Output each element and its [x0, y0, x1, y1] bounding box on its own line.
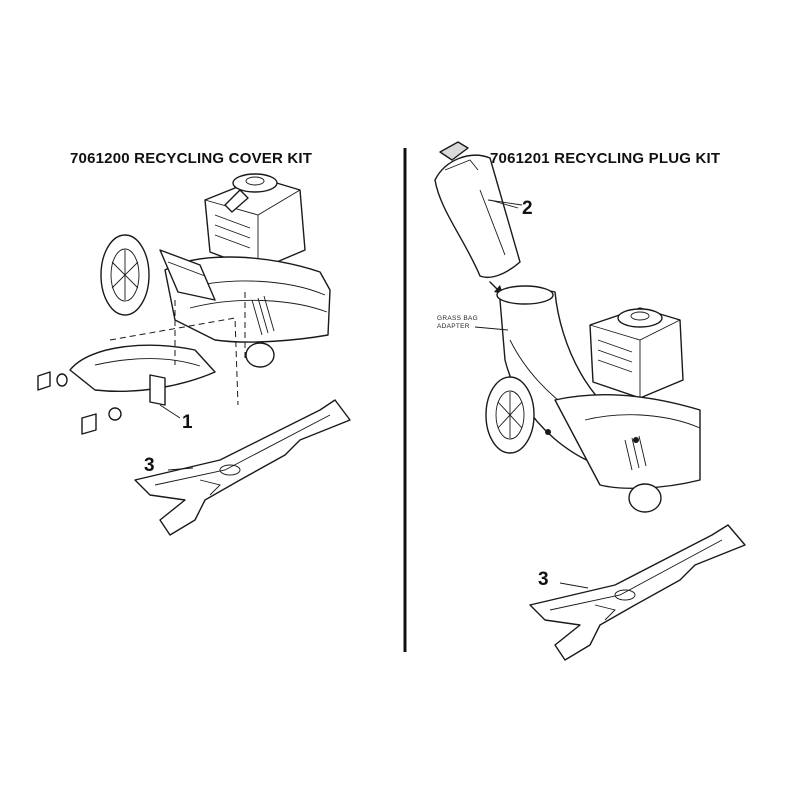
- right-callout-3: 3: [538, 569, 549, 590]
- adapter-label-line2: ADAPTER: [437, 323, 470, 330]
- right-blade-illustration: [529, 524, 746, 661]
- adapter-label-line1: GRASS BAG: [437, 315, 478, 322]
- right-callout-2: 2: [522, 198, 533, 219]
- left-blade-illustration: [134, 399, 351, 536]
- left-callout-1: 1: [182, 412, 193, 433]
- left-kit-title: 7061200 RECYCLING COVER KIT: [70, 150, 313, 167]
- wing-nut-upper: [37, 371, 68, 391]
- right-kit-title: 7061201 RECYCLING PLUG KIT: [490, 150, 721, 167]
- left-mower-illustration: [37, 173, 331, 435]
- wing-nut-lower: [81, 407, 122, 435]
- left-callout-3: 3: [144, 455, 155, 476]
- right-mower-illustration: [434, 141, 701, 513]
